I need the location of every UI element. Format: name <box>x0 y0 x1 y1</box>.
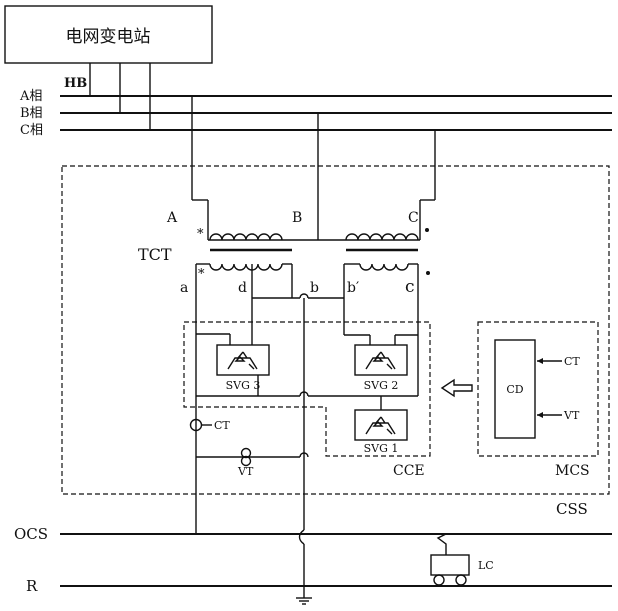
secondary-dot-mark <box>426 271 430 275</box>
secondary-a-label: a <box>180 280 188 296</box>
secondary-bp-label: b′ <box>347 280 359 296</box>
pantograph-icon <box>438 534 446 555</box>
primary-b-label: B <box>292 210 302 226</box>
locomotive-wheel <box>434 575 444 585</box>
secondary-winding-1 <box>210 264 282 270</box>
mcs-ct-label: CT <box>564 355 580 368</box>
phase-b-label: B相 <box>20 106 43 121</box>
svg2-label: SVG 2 <box>364 379 399 392</box>
ocs-label: OCS <box>14 525 48 543</box>
vt-input-arrow-icon <box>537 412 543 418</box>
primary-dot-mark <box>425 228 429 232</box>
primary-winding-2 <box>346 234 418 240</box>
secondary-star-mark: * <box>198 267 205 282</box>
lc-label: LC <box>478 559 494 572</box>
ct-label: CT <box>214 419 230 432</box>
tct-label: TCT <box>138 245 172 264</box>
secondary-winding-2 <box>360 264 408 270</box>
phase-c-label: C相 <box>20 123 43 138</box>
cd-label: CD <box>506 383 523 396</box>
svg1-label: SVG 1 <box>364 442 399 455</box>
locomotive-body <box>431 555 469 575</box>
primary-winding-1 <box>210 234 282 240</box>
control-arrow-icon <box>442 380 472 396</box>
ct-input-arrow-icon <box>537 358 543 364</box>
mcs-label: MCS <box>555 463 590 479</box>
css-label: CSS <box>556 500 588 518</box>
r-label: R <box>26 577 38 595</box>
primary-a-label: A <box>166 210 178 226</box>
secondary-b-label: b <box>310 280 319 296</box>
svg3-label: SVG 3 <box>226 379 261 392</box>
phase-a-label: A相 <box>19 89 42 104</box>
primary-star-mark: * <box>197 227 204 242</box>
vt-label: VT <box>237 465 254 478</box>
css-boundary <box>62 166 609 494</box>
mcs-vt-label: VT <box>563 409 580 422</box>
hb-label: HB <box>64 76 87 91</box>
primary-c-label: C <box>408 210 419 226</box>
substation-label: 电网变电站 <box>66 27 151 47</box>
secondary-c-label: c <box>405 277 415 297</box>
secondary-d-label: d <box>238 280 247 296</box>
cce-label: CCE <box>393 463 425 479</box>
locomotive-wheel <box>456 575 466 585</box>
